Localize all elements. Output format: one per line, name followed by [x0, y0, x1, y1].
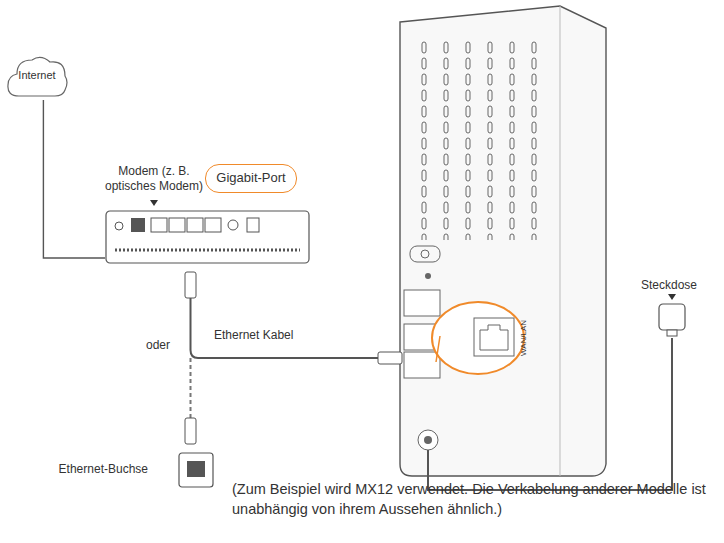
- node-label: Gigabit-Port: [206, 165, 296, 192]
- node-label: Internet: [5, 69, 69, 83]
- or-label: oder: [146, 338, 170, 353]
- connector-line: [43, 100, 105, 258]
- port-callout: Gigabit-Port: [205, 164, 297, 193]
- modem-box: Modem (z. B. optisches Modem): [105, 210, 310, 264]
- node-shape: [105, 210, 310, 264]
- caption: (Zum Beispiel wird MX12 verwendet. Die V…: [232, 480, 718, 519]
- node-label: Ethernet-Buchse: [59, 462, 148, 477]
- node-shape: [655, 302, 689, 338]
- node-shape: [178, 452, 214, 488]
- port-name: WAN/LAN: [519, 320, 529, 356]
- cloud-node: Internet: [5, 52, 69, 100]
- node-label: Modem (z. B. optisches Modem): [99, 164, 209, 194]
- power-adapter: Steckdose: [655, 302, 689, 338]
- cable-label: Ethernet Kabel: [214, 328, 293, 343]
- wall-socket: Ethernet-Buchse: [178, 452, 214, 488]
- node-label: Steckdose: [641, 278, 697, 293]
